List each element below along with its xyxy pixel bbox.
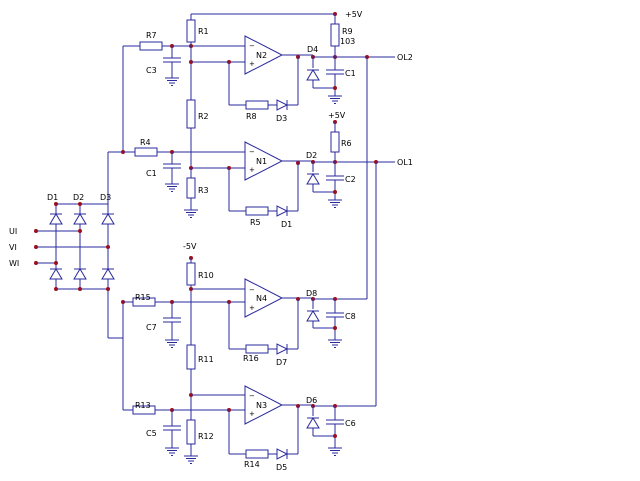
diode-d5 [276,448,288,460]
resistor-r12 [186,419,196,445]
svg-text:−: − [249,148,255,156]
input-ui-label: UI [9,227,17,236]
resistor-r5 [245,206,269,216]
r8-label: R8 [246,112,257,121]
resistor-r2 [186,99,196,129]
bridge-d1-label: D1 [47,193,58,202]
d2-label: D2 [306,151,317,160]
n1-label: N1 [256,157,267,166]
c8-label: C8 [345,312,356,321]
n3-label: N3 [256,401,267,410]
n4-label: N4 [256,294,267,303]
stage-n3: R11 R12 R13 C5 − + N3 R14 D5 [123,162,377,472]
diode-d4 [306,69,320,81]
svg-text:+: + [249,304,255,312]
resistor-r3 [186,177,196,199]
r13-label: R13 [135,401,151,410]
resistor-r6 [330,131,340,153]
bridge-diode-d1 [49,213,63,225]
resistor-r10 [186,262,196,286]
svg-text:−: − [249,286,255,294]
d5-label: D5 [276,463,287,472]
svg-text:+: + [249,60,255,68]
resistor-r4 [134,147,158,157]
svg-text:−: − [249,392,255,400]
output-ol2-label: OL2 [397,53,413,62]
bridge-d3-label: D3 [100,193,111,202]
supply-mid-label: +5V [328,111,346,120]
resistor-r7 [139,41,163,51]
r3-label: R3 [198,186,209,195]
diode-d1 [276,205,288,217]
c1-top-label: C1 [345,69,356,78]
d1-label: D1 [281,220,292,229]
d6-label: D6 [306,396,317,405]
bridge-diode-d5 [73,268,87,280]
c1-mid-label: C1 [146,169,157,178]
input-vi-label: VI [9,243,17,252]
diode-d3 [276,99,288,111]
svg-text:+: + [249,410,255,418]
d3-label: D3 [276,114,287,123]
opamp-n4 [244,278,284,318]
diode-d7 [276,343,288,355]
bridge-diode-d3 [101,213,115,225]
opamp-n2 [244,35,284,75]
c3-label: C3 [146,66,157,75]
supply-neg-label: -5V [183,242,197,251]
r12-label: R12 [198,432,214,441]
r9-label: R9 [342,27,353,36]
diode-d6 [306,417,320,429]
stage-n2: R7 C3 R1 R2 − + N2 R8 D3 [123,14,413,168]
r4-label: R4 [140,138,151,147]
bridge-diode-d6 [101,268,115,280]
diode-d8 [306,310,320,322]
r7-label: R7 [146,31,157,40]
svg-text:+: + [249,166,255,174]
supply-top-label: +5V [345,10,363,19]
c7-label: C7 [146,323,157,332]
resistor-r1 [186,19,196,43]
opamp-n1 [244,141,284,181]
bridge-rectifier: D1 D2 D3 UI VI WI [9,152,115,338]
svg-text:−: − [249,42,255,50]
r11-label: R11 [198,355,214,364]
r2-label: R2 [198,112,209,121]
r10-label: R10 [198,271,214,280]
n2-label: N2 [256,51,267,60]
diode-d2 [306,173,320,185]
r5-label: R5 [250,218,261,227]
c6-label: C6 [345,419,356,428]
input-wi-label: WI [9,259,19,268]
r1-label: R1 [198,27,209,36]
resistor-r8 [245,100,269,110]
r15-label: R15 [135,293,151,302]
resistor-r9 [330,23,340,47]
output-ol1-label: OL1 [397,158,413,167]
stage-n4: -5V R10 R15 C7 − + N4 R16 D7 [123,57,368,367]
c2-label: C2 [345,175,356,184]
r14-label: R14 [244,460,260,469]
opamp-n3 [244,385,284,425]
bridge-diode-d4 [49,268,63,280]
resistor-r16 [245,344,269,354]
stage-n1: R4 C1 R3 − + N1 R5 D1 D2 [123,111,413,229]
r16-label: R16 [243,354,259,363]
d4-label: D4 [307,45,318,54]
bridge-d2-label: D2 [73,193,84,202]
resistor-r11 [186,344,196,370]
c5-label: C5 [146,429,157,438]
r6-label: R6 [341,139,352,148]
resistor-r14 [245,449,269,459]
d8-label: D8 [306,289,317,298]
d7-label: D7 [276,358,287,367]
bridge-diode-d2 [73,213,87,225]
r9-value: 103 [340,37,355,46]
